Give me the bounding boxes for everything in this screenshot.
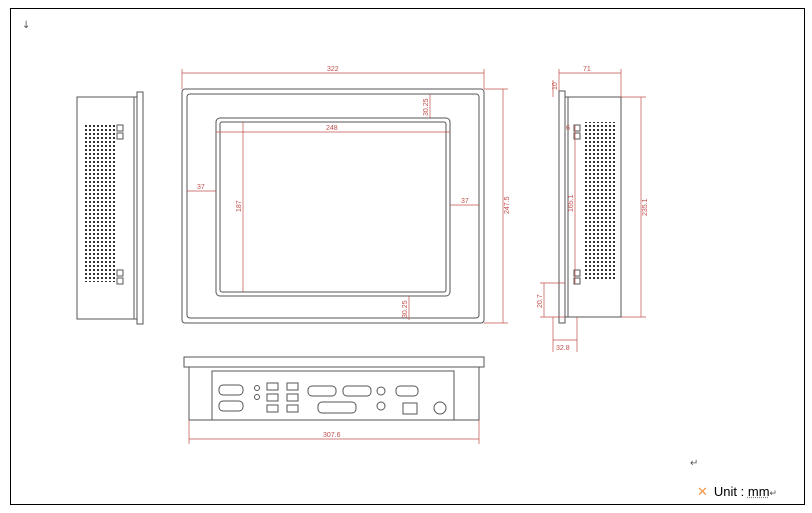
depth-71-label: 71 bbox=[583, 66, 591, 73]
depth-32-label: 32.8 bbox=[556, 345, 570, 352]
rj45-port-icon bbox=[402, 402, 418, 415]
right-side-view bbox=[558, 90, 622, 324]
height-165-label: 165.1 bbox=[568, 194, 575, 212]
bottom-margin-label: 30.25 bbox=[402, 300, 409, 318]
bottom-view bbox=[183, 356, 485, 421]
height-235-label: 235.1 bbox=[642, 198, 649, 216]
vent-grille bbox=[83, 124, 115, 282]
height-247-label: 247.5 bbox=[504, 196, 511, 214]
front-view bbox=[181, 88, 485, 324]
left-margin-label: 37 bbox=[197, 184, 205, 191]
usb-port-icon bbox=[286, 404, 299, 413]
arrow-mark: ↓ bbox=[22, 20, 31, 31]
small-6-label: 6 bbox=[566, 125, 570, 132]
lower-20-label: 20.7 bbox=[537, 294, 544, 308]
width-248-label: 248 bbox=[326, 125, 338, 132]
parallel-port-icon bbox=[317, 401, 357, 414]
width-307-label: 307.6 bbox=[323, 432, 341, 439]
flange-10-label: 10 bbox=[552, 82, 559, 90]
serial-port-icon bbox=[218, 400, 244, 412]
serial-port-icon bbox=[395, 385, 419, 397]
serial-port-icon bbox=[218, 384, 244, 396]
drawing-frame bbox=[10, 8, 805, 505]
usb-port-icon bbox=[266, 393, 279, 402]
return-mark: ↵ bbox=[690, 458, 699, 469]
height-187-label: 187 bbox=[236, 200, 243, 212]
front-dimension-labels: 322 248 37 37 187 247.5 30.25 30.25 bbox=[197, 66, 511, 318]
power-jack-icon bbox=[433, 401, 447, 415]
vga-port-icon bbox=[307, 385, 337, 397]
audio-jack-icon bbox=[376, 386, 386, 396]
unit-label: Unit : bbox=[713, 484, 745, 499]
led-icon bbox=[254, 385, 260, 391]
bottom-dimensions bbox=[188, 420, 480, 444]
vent-grille-right bbox=[583, 122, 615, 280]
usb-port-icon bbox=[286, 382, 299, 391]
usb-port-icon bbox=[266, 404, 279, 413]
audio-jack-icon bbox=[376, 401, 386, 411]
side-dimensions bbox=[540, 69, 646, 352]
cross-icon: ✕ bbox=[697, 484, 708, 499]
led-icon bbox=[254, 394, 260, 400]
usb-port-icon bbox=[286, 393, 299, 402]
left-side-view bbox=[76, 91, 144, 325]
right-margin-label: 37 bbox=[461, 198, 469, 205]
unit-note: ✕ Unit : mm↵ bbox=[697, 484, 777, 500]
unit-value: mm bbox=[747, 484, 770, 499]
usb-port-icon bbox=[266, 382, 279, 391]
width-322-label: 322 bbox=[327, 66, 339, 73]
vga-port-icon bbox=[342, 385, 372, 397]
unit-return-mark: ↵ bbox=[769, 488, 778, 498]
top-margin-label: 30.25 bbox=[423, 98, 430, 116]
front-dimensions bbox=[181, 69, 508, 324]
side-dimension-labels: 71 10 6 165.1 235.1 20.7 32.8 bbox=[537, 66, 649, 352]
